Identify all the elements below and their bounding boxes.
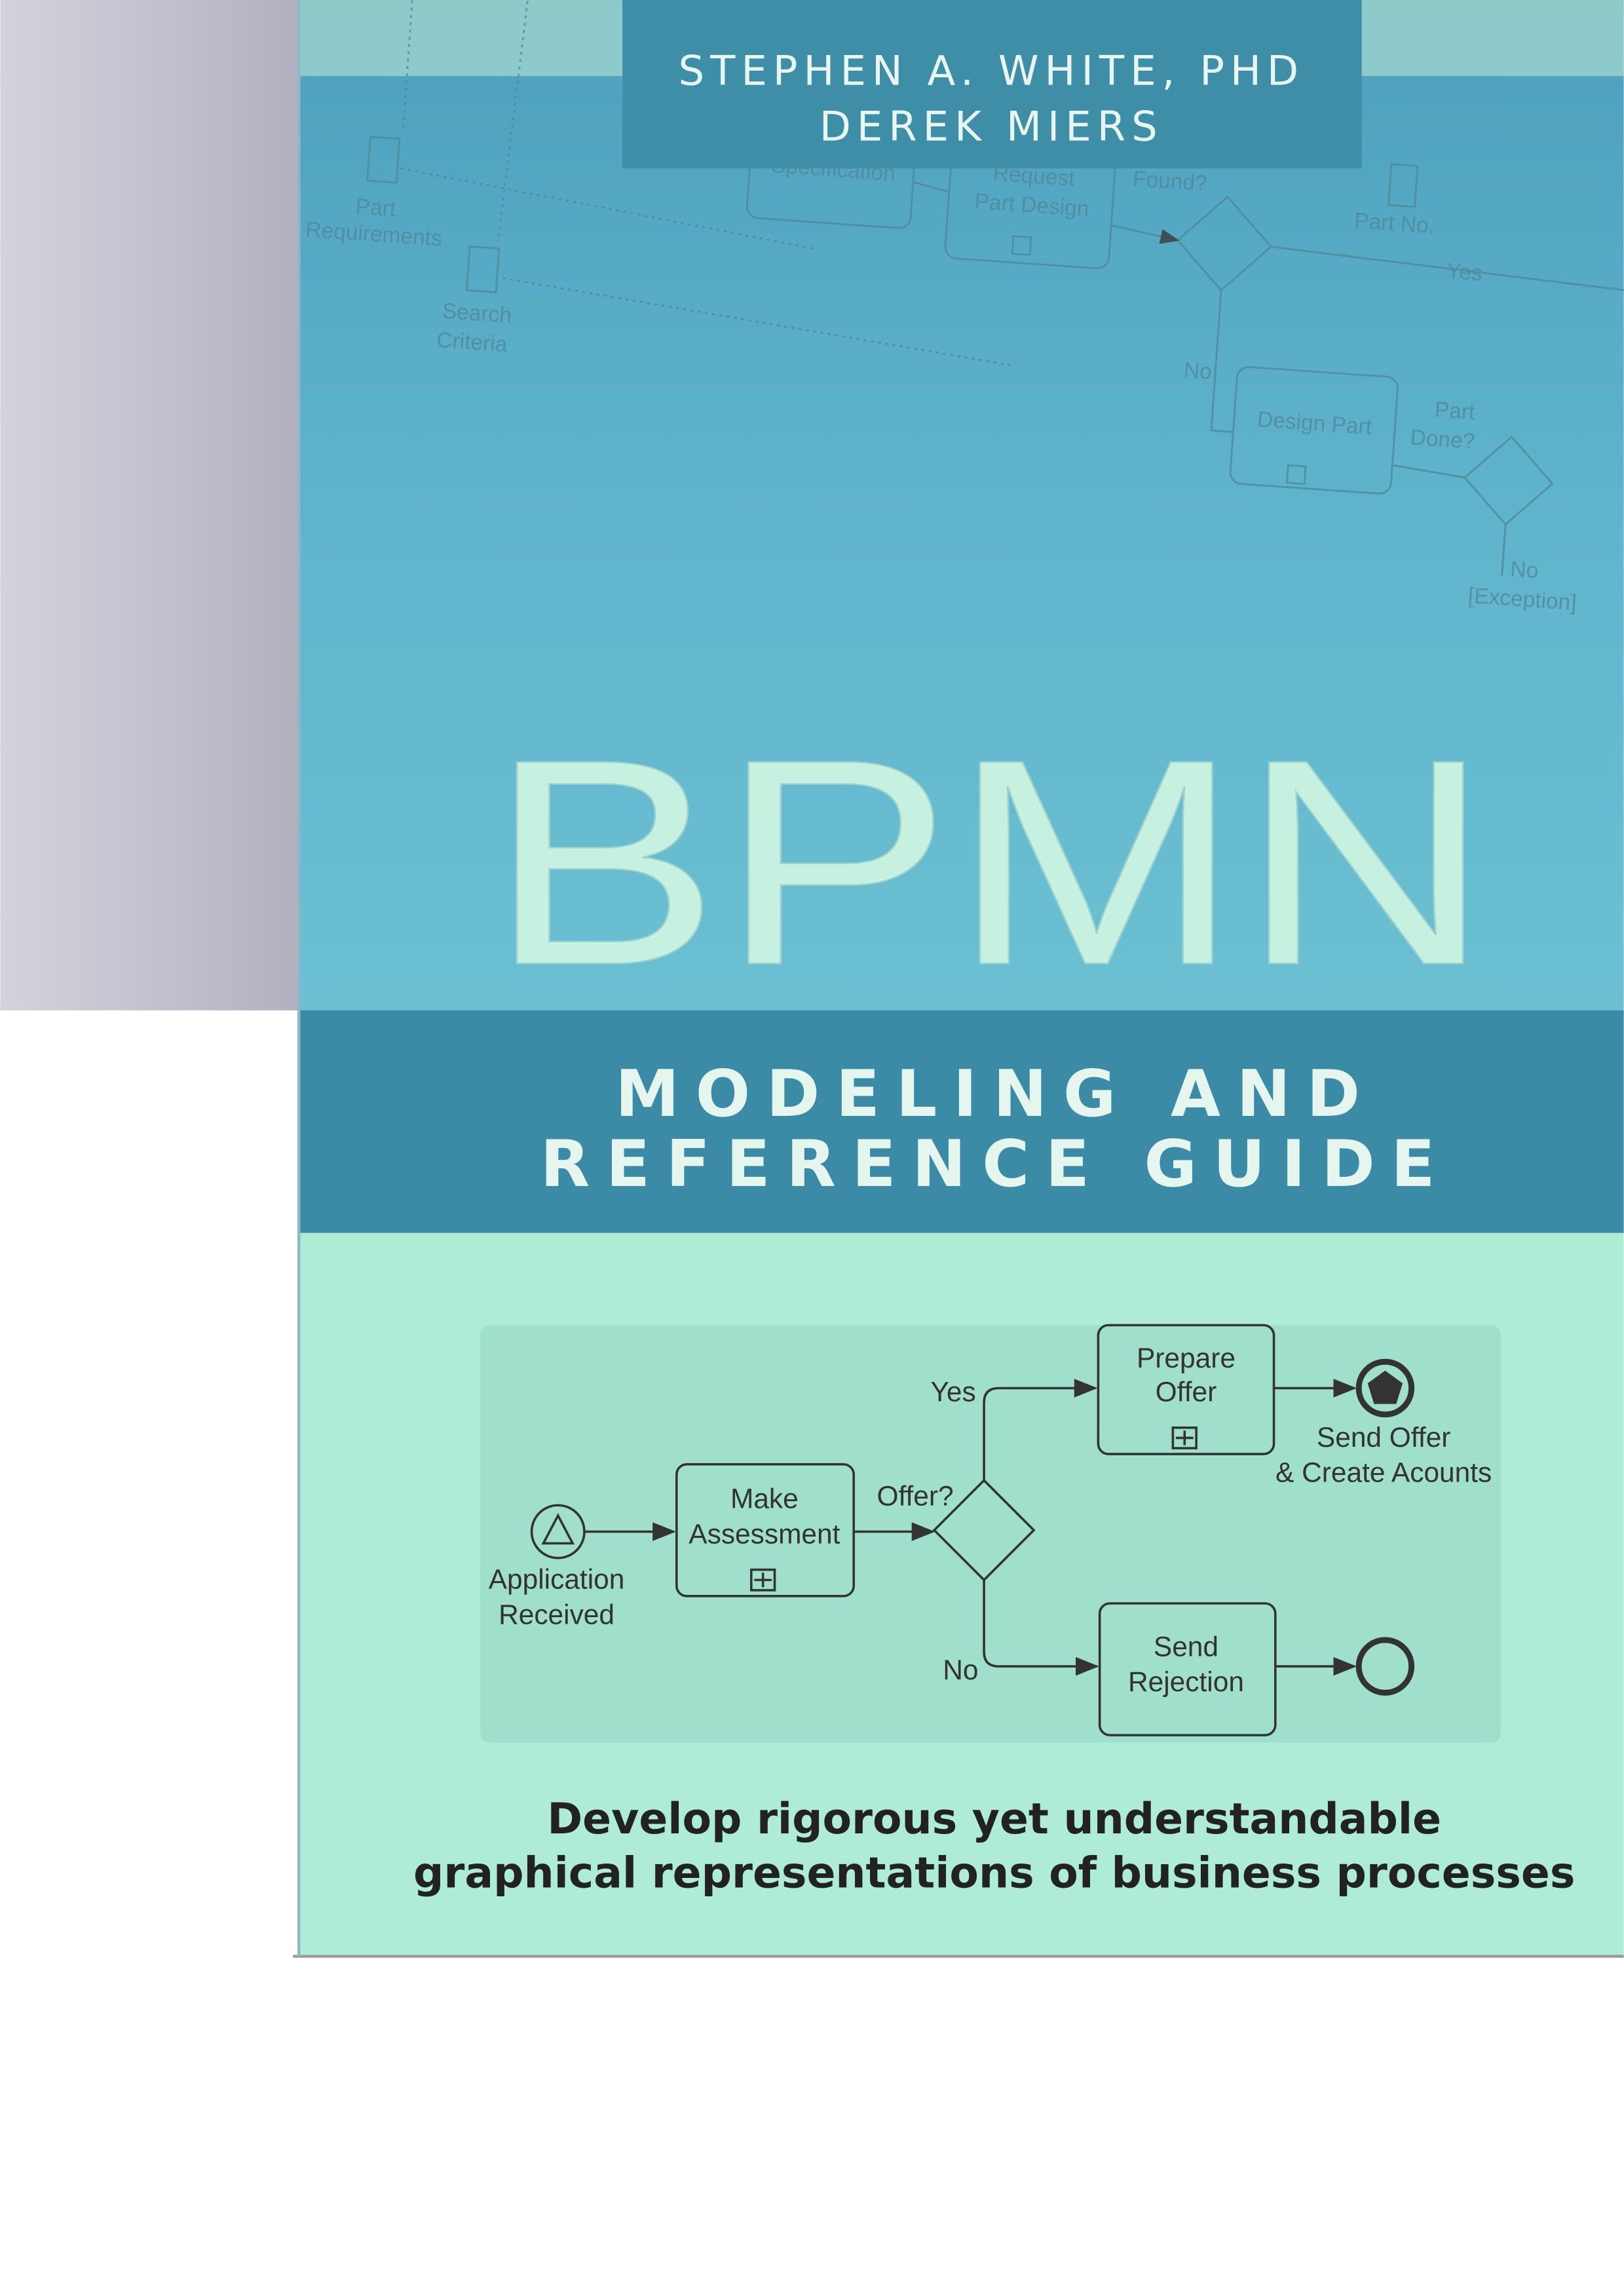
- end-event-icon: [1355, 1637, 1415, 1696]
- task-prepare-offer: [1097, 1324, 1275, 1455]
- task-label: Send: [1154, 1631, 1218, 1662]
- author-name: Derek Miers: [820, 103, 1163, 151]
- subprocess-marker-icon: [749, 1568, 776, 1592]
- task-label: Make: [730, 1483, 799, 1514]
- yes-label: Yes: [931, 1377, 976, 1407]
- signal-triangle-icon: [541, 1513, 575, 1545]
- diagram-panel: [480, 1325, 1501, 1743]
- book-title: BPMN: [489, 698, 1492, 1025]
- bg-label: Found?: [1132, 166, 1208, 196]
- front-diagram: [530, 1324, 1415, 1736]
- bg-label: No: [1509, 557, 1539, 583]
- task-send-rejection: [1098, 1602, 1277, 1736]
- task-label: Prepare: [1137, 1343, 1236, 1373]
- no-label: No: [943, 1655, 978, 1685]
- gateway-label: Offer?: [877, 1480, 953, 1511]
- tagline: graphical representations of business pr…: [413, 1849, 1575, 1898]
- bg-label: Done?: [1409, 425, 1475, 454]
- task-label: Offer: [1156, 1377, 1217, 1407]
- bg-label: Part: [354, 195, 397, 221]
- task-label: Rejection: [1128, 1666, 1244, 1697]
- bg-label: Criteria: [436, 328, 508, 356]
- subtitle-line: MODELING AND: [615, 1057, 1376, 1132]
- subprocess-marker-icon: [1171, 1426, 1198, 1449]
- task-label: Assessment: [689, 1518, 840, 1549]
- bg-label: Part: [1434, 398, 1477, 425]
- task-make-assessment: [675, 1463, 855, 1598]
- author-box: [622, 0, 1362, 168]
- background-diagram: [366, 0, 1624, 576]
- author-name: Stephen A. White, PhD: [679, 47, 1304, 95]
- bg-label: No: [1183, 358, 1213, 385]
- end-event-message-icon: [1355, 1358, 1415, 1418]
- bg-label: Yes: [1446, 259, 1483, 286]
- bg-label: Part No.: [1353, 208, 1435, 238]
- subtitle-band: [300, 1010, 1624, 1233]
- bg-label: Search: [442, 299, 513, 328]
- start-label: Received: [499, 1599, 614, 1630]
- end-label: Send Offer: [1317, 1422, 1450, 1453]
- tagline: Develop rigorous yet understandable: [547, 1795, 1441, 1844]
- subtitle-line: REFERENCE GUIDE: [540, 1127, 1451, 1202]
- end-label: & Create Acounts: [1275, 1457, 1492, 1488]
- scan-shadow: [0, 0, 301, 1010]
- start-label: Application: [489, 1564, 625, 1595]
